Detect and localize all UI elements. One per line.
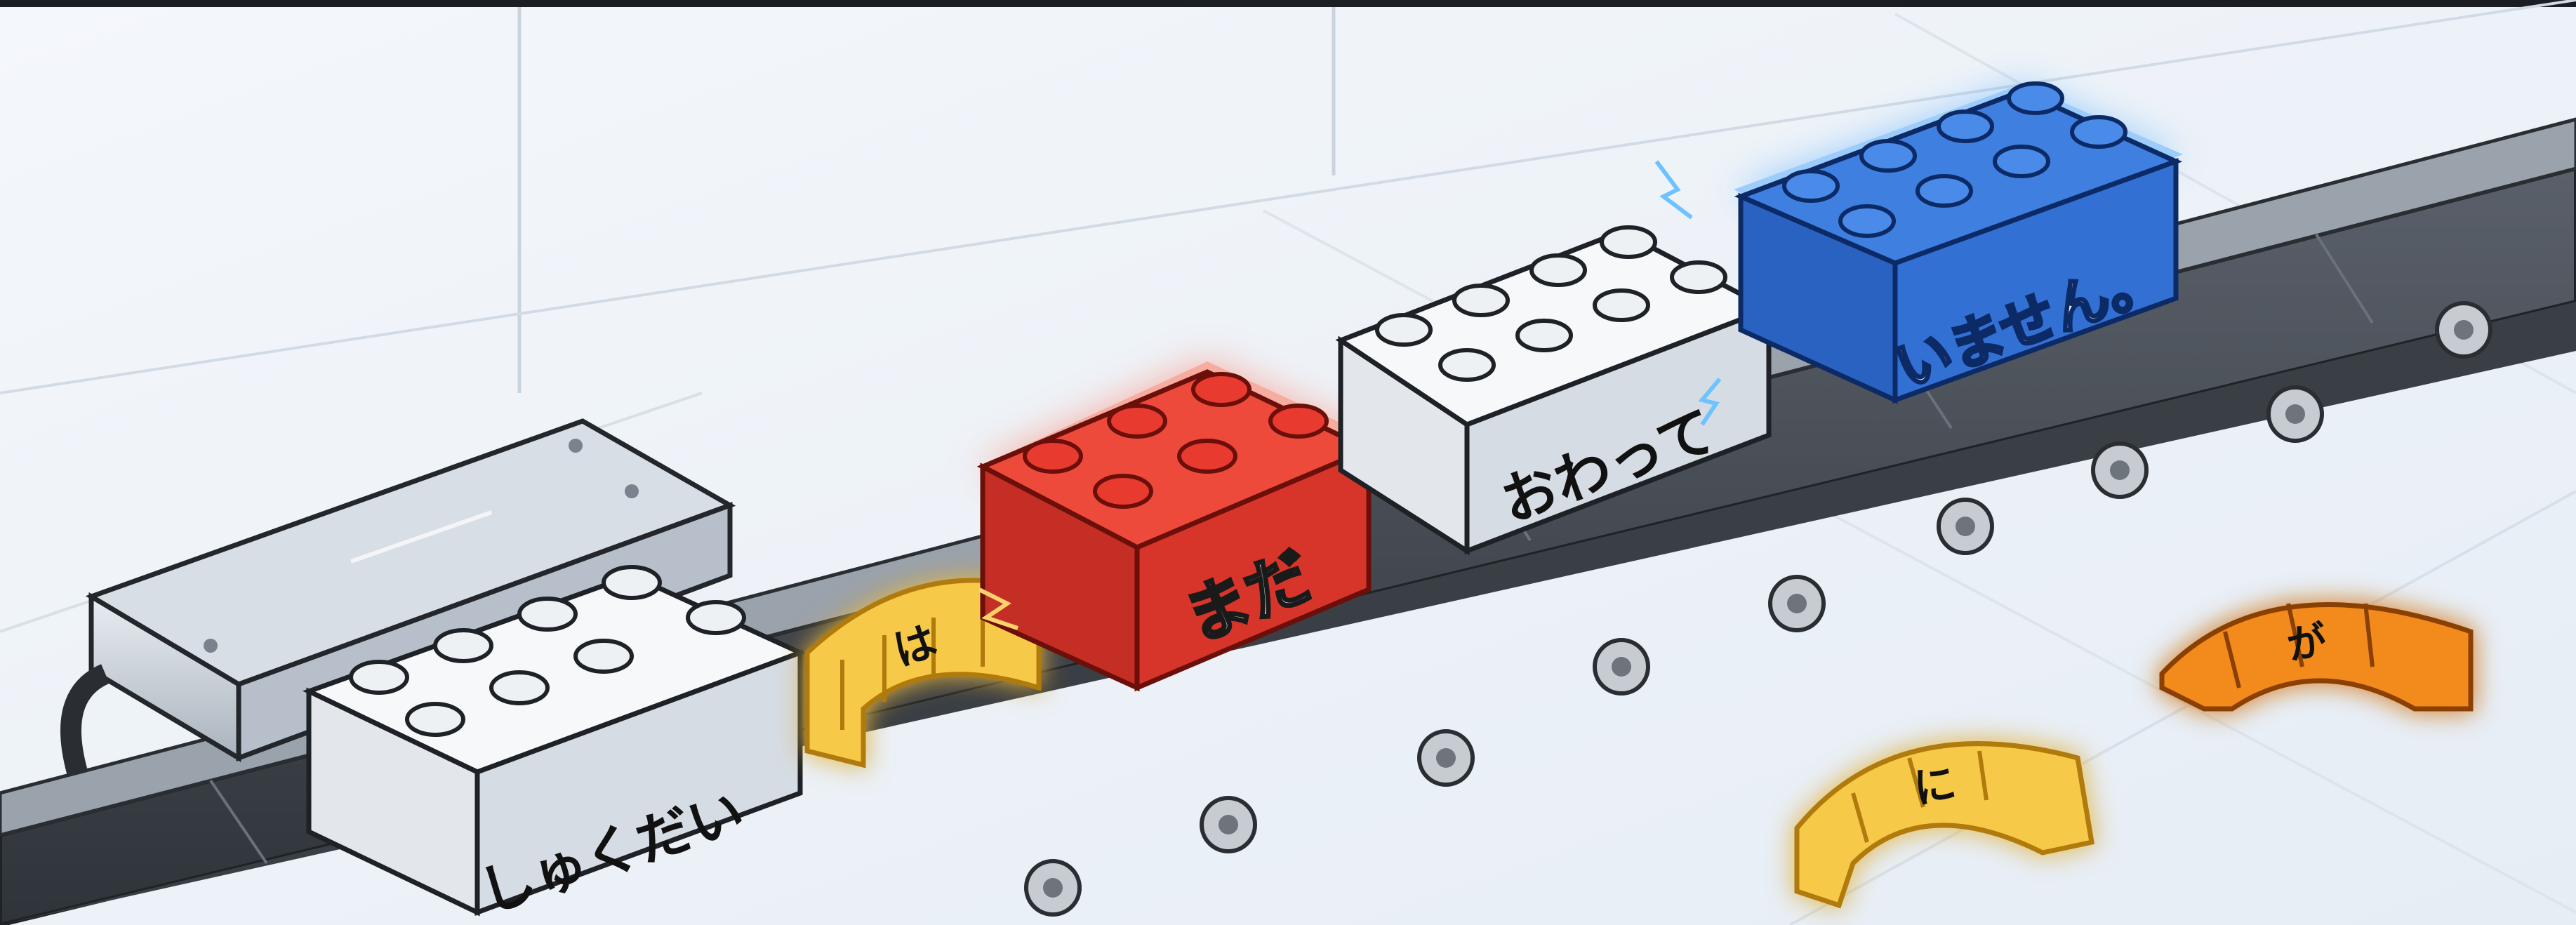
- bridge-label-ni: に: [1910, 759, 1960, 814]
- brick-shukudai[interactable]: [302, 565, 807, 917]
- brick-icon: [1734, 81, 2183, 404]
- spark-icon: [1654, 160, 1722, 426]
- bridge-label-ga: が: [2284, 618, 2330, 670]
- brick-owatte[interactable]: [1335, 225, 1775, 556]
- brick-icon: [976, 369, 1375, 692]
- brick-icon: [1335, 225, 1775, 556]
- bridge-icon: [1794, 741, 2095, 909]
- brick-imasen[interactable]: [1654, 81, 2183, 426]
- bridge-ga[interactable]: [2159, 602, 2474, 712]
- bridge-ni[interactable]: [1794, 741, 2095, 909]
- brick-icon: [302, 565, 807, 917]
- bridge-icon: [2159, 602, 2474, 712]
